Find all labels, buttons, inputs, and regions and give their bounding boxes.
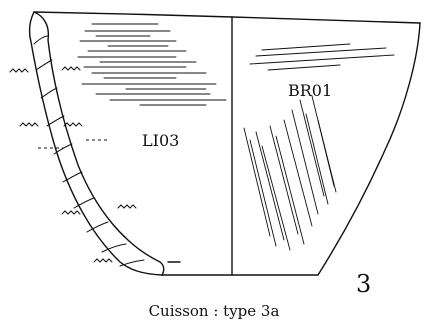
right-panel-label: BR01 [288, 81, 332, 100]
left-panel-label: LI03 [142, 131, 179, 150]
right-panel-diagonal-hatching [243, 95, 337, 251]
vessel-outline [28, 11, 421, 276]
panel-number: 3 [356, 270, 371, 298]
dashed-marks [38, 139, 108, 149]
right-panel-striations [249, 43, 395, 71]
wavy-marks [9, 66, 137, 263]
left-panel-striations [77, 23, 227, 106]
figure-caption: Cuisson : type 3a [149, 302, 280, 320]
section-wall-hatching [33, 35, 145, 267]
